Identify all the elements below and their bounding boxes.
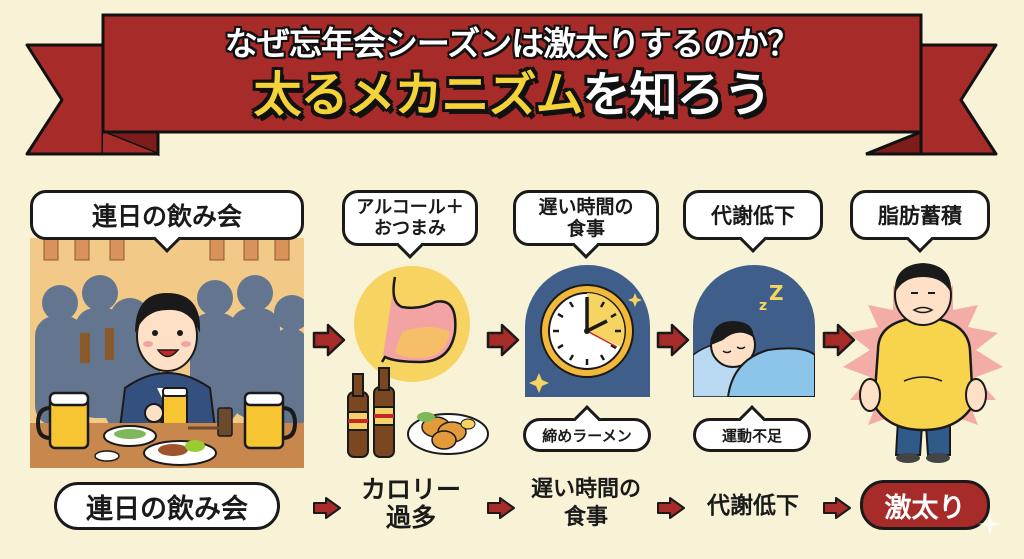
result-badge-weight-gain: 激太り xyxy=(860,480,990,530)
arrow-right-icon xyxy=(312,323,346,357)
arrow-right-icon xyxy=(656,323,690,357)
summary-label-line1: 遅い時間の xyxy=(530,477,641,502)
arrow-right-icon xyxy=(487,497,515,519)
step-bubble-fat-accumulation: 脂肪蓄積 xyxy=(850,190,990,240)
banner-title-line1: なぜ忘年会シーズンは激太りするのか？ xyxy=(224,23,800,63)
arrow-right-icon xyxy=(823,497,851,519)
step-bubble-metabolism: 代謝低下 xyxy=(683,190,823,240)
drinking-party-illustration xyxy=(30,238,304,468)
step-label-line2: おつまみ xyxy=(374,218,446,239)
sparkle-icon xyxy=(978,512,1002,536)
sub-bubble-ramen: 締めラーメン xyxy=(523,418,651,452)
summary-drinking-party: 連日の飲み会 xyxy=(54,482,280,530)
step-bubble-drinking-party: 連日の飲み会 xyxy=(30,190,304,240)
stomach-beer-snacks-illustration xyxy=(340,262,490,462)
banner-title-highlight: 太るメカニズム xyxy=(253,66,583,123)
arrow-right-icon xyxy=(313,497,341,519)
step-label: 脂肪蓄積 xyxy=(878,204,962,228)
summary-label: 連日の飲み会 xyxy=(86,493,248,525)
step-label-line1: アルコール＋ xyxy=(356,197,464,218)
banner-title-rest: を知ろう xyxy=(582,66,772,123)
sub-label: 運動不足 xyxy=(721,426,782,445)
summary-late-meal: 遅い時間の 食事 xyxy=(518,476,654,532)
sub-label: 締めラーメン xyxy=(542,426,632,445)
step-label-line1: 遅い時間の xyxy=(538,196,634,218)
step-label: 代謝低下 xyxy=(711,204,795,228)
summary-label-line2: 食事 xyxy=(563,505,608,530)
result-label: 激太り xyxy=(884,492,966,524)
night-clock-illustration xyxy=(525,265,650,397)
arrow-right-icon xyxy=(486,323,520,357)
arrow-right-icon xyxy=(657,497,685,519)
sub-bubble-no-exercise: 運動不足 xyxy=(693,418,811,452)
summary-calorie-excess: カロリー 過多 xyxy=(352,476,470,532)
step-label-line2: 食事 xyxy=(566,218,605,240)
title-banner: なぜ忘年会シーズンは激太りするのか？ 太るメカニズムを知ろう xyxy=(0,0,1024,180)
step-bubble-late-meal: 遅い時間の 食事 xyxy=(513,190,659,246)
step-bubble-alcohol-snacks: アルコール＋ おつまみ xyxy=(342,190,478,246)
overweight-person-illustration xyxy=(838,255,1008,465)
summary-label: 代謝低下 xyxy=(707,493,799,519)
step-label: 連日の飲み会 xyxy=(91,202,242,231)
ribbon-shape xyxy=(25,13,998,157)
arrow-right-icon xyxy=(822,323,856,357)
svg-text:Z: Z xyxy=(769,281,784,305)
summary-label-line2: 過多 xyxy=(385,503,436,532)
summary-metabolism: 代謝低下 xyxy=(692,492,814,520)
sleeping-person-illustration: z Z xyxy=(693,265,815,397)
banner-title-line2: 太るメカニズムを知ろう xyxy=(253,65,772,125)
svg-text:z: z xyxy=(759,298,767,314)
summary-label-line1: カロリー xyxy=(360,475,461,504)
